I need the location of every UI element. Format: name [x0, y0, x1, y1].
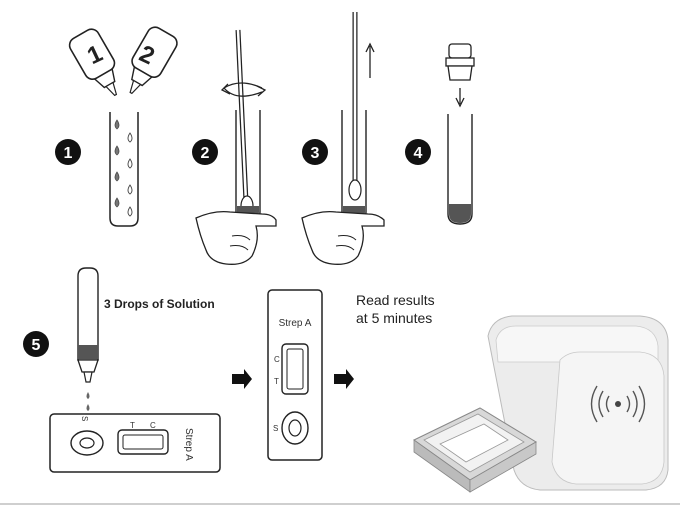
step4-cap-tube [445, 43, 475, 225]
step3-number-badge: 3 [302, 139, 328, 165]
cassette-h-strep-label: Strep A [183, 428, 194, 461]
cassette-h-c-label: C [150, 421, 156, 430]
wireless-icon [615, 401, 621, 407]
cassette-h-t-label: T [130, 421, 135, 430]
step4-number-badge: 4 [405, 139, 431, 165]
arrow-to-cassette [232, 369, 252, 389]
step2-swab-rotation [195, 29, 277, 265]
cassette-v-t-label: T [274, 377, 279, 386]
read-results-line1: Read results [356, 292, 435, 308]
step3-number: 3 [311, 145, 320, 162]
step4-number: 4 [414, 145, 423, 162]
horizontal-test-cassette [49, 413, 221, 473]
step2-number: 2 [201, 145, 210, 162]
cassette-h-well-label: S [80, 416, 89, 421]
step5-number: 5 [32, 337, 41, 354]
step1-number: 1 [64, 145, 73, 162]
step5-dropper-tube [77, 267, 99, 423]
read-results-text: Read results at 5 minutes [356, 291, 435, 327]
cassette-v-strep-label: Strep A [279, 318, 312, 329]
cassette-v-s-label: S [273, 424, 278, 433]
step2-number-badge: 2 [192, 139, 218, 165]
cassette-v-c-label: C [274, 355, 280, 364]
arrow-to-reader [334, 369, 354, 389]
step5-caption: 3 Drops of Solution [104, 297, 215, 311]
analyzer-device [413, 315, 669, 493]
read-results-line2: at 5 minutes [356, 310, 433, 326]
step5-number-badge: 5 [23, 331, 49, 357]
step3-swab-removal [301, 12, 385, 265]
step1-bottles [68, 26, 178, 97]
step1-number-badge: 1 [55, 139, 81, 165]
step1-tube [109, 112, 139, 227]
vertical-test-cassette [267, 289, 323, 461]
